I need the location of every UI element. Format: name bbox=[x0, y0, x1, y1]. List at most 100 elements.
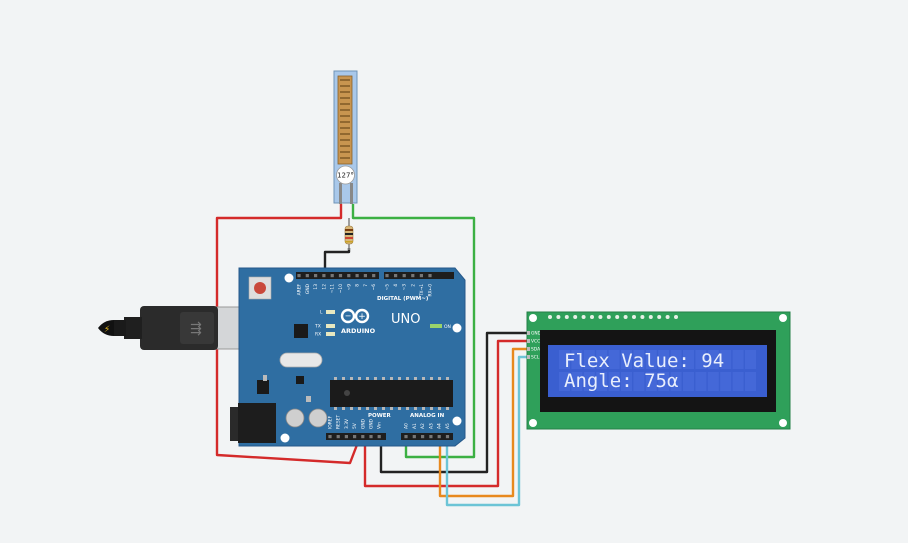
analog-header-label: ANALOG IN bbox=[410, 413, 445, 419]
digital-header-label: DIGITAL (PWM~) bbox=[377, 296, 429, 302]
lcd-cell bbox=[596, 350, 608, 369]
lcd-pad bbox=[632, 315, 636, 319]
wire-green-a0[interactable] bbox=[351, 204, 476, 459]
digital-pin-hole[interactable] bbox=[355, 274, 359, 278]
lcd-cell bbox=[633, 372, 645, 391]
flex-angle-badge bbox=[336, 165, 355, 185]
analog-pin-label: A0 bbox=[404, 423, 410, 429]
analog-pin-label: A4 bbox=[437, 423, 443, 429]
analog-pin-hole[interactable] bbox=[445, 435, 450, 439]
digital-pin-hole[interactable] bbox=[322, 274, 326, 278]
lcd-pad bbox=[556, 315, 561, 319]
analog-header bbox=[401, 433, 453, 440]
digital-pin-label: TX→1 bbox=[419, 284, 425, 297]
analog-pin-hole[interactable] bbox=[421, 435, 425, 439]
lcd-cell bbox=[732, 372, 744, 391]
lcd-cell bbox=[707, 350, 719, 369]
lcd-cell bbox=[658, 372, 670, 391]
dc-power-jack bbox=[230, 403, 276, 443]
digital-pin-label: 12 bbox=[321, 284, 327, 290]
led-tx-label: TX bbox=[314, 324, 321, 330]
resistor[interactable] bbox=[344, 218, 354, 250]
wire-cyan-scl[interactable] bbox=[445, 355, 527, 507]
power-pin-hole[interactable] bbox=[344, 435, 348, 439]
digital-pin-hole[interactable] bbox=[402, 274, 406, 278]
lcd-pad bbox=[640, 315, 645, 319]
on-led-label: ON bbox=[444, 324, 451, 330]
lcd-pin[interactable] bbox=[527, 355, 530, 359]
digital-pin-hole[interactable] bbox=[330, 274, 334, 278]
lcd-pin[interactable] bbox=[527, 347, 530, 351]
digital-pin-hole[interactable] bbox=[419, 274, 423, 278]
arduino-model: UNO bbox=[391, 312, 420, 327]
lcd-pad bbox=[581, 315, 586, 319]
lcd-cell bbox=[583, 350, 595, 369]
analog-pin-hole[interactable] bbox=[437, 435, 441, 439]
atmega-chip bbox=[330, 377, 453, 410]
digital-pin-label: 8 bbox=[355, 284, 361, 287]
analog-pin-label: A5 bbox=[445, 423, 451, 429]
lcd-cell bbox=[745, 372, 756, 391]
lcd-cell bbox=[596, 372, 608, 391]
digital-pin-hole[interactable] bbox=[297, 274, 301, 278]
digital-pin-hole[interactable] bbox=[394, 274, 398, 278]
digital-pin-hole[interactable] bbox=[411, 274, 415, 278]
lcd-top-pads bbox=[548, 315, 678, 319]
capacitor bbox=[285, 408, 305, 428]
digital-pin-label: ~3 bbox=[402, 284, 408, 291]
digital-pin-label: RX←0 bbox=[428, 284, 434, 297]
led-rx-label: RX bbox=[315, 332, 321, 338]
lcd-cell bbox=[559, 372, 570, 391]
lcd-pin[interactable] bbox=[527, 331, 530, 335]
flex-sensor[interactable]: 127° bbox=[333, 70, 358, 204]
lcd-cell bbox=[645, 372, 657, 391]
capacitor bbox=[308, 408, 328, 428]
digital-pin-label: ~10 bbox=[338, 284, 344, 293]
digital-pin-hole[interactable] bbox=[338, 274, 343, 278]
reset-button[interactable] bbox=[248, 276, 272, 300]
power-pin-hole[interactable] bbox=[361, 435, 365, 439]
lcd-cell bbox=[621, 350, 632, 369]
digital-pin-hole[interactable] bbox=[314, 274, 318, 278]
power-pin-hole[interactable] bbox=[328, 435, 332, 439]
lcd-pad bbox=[590, 315, 594, 319]
power-pin-label: Vin bbox=[377, 422, 383, 429]
digital-pin-label: ~11 bbox=[330, 284, 336, 293]
digital-pin-hole[interactable] bbox=[428, 274, 432, 278]
lcd-cell bbox=[695, 350, 707, 369]
analog-pin-label: A3 bbox=[428, 423, 434, 429]
arduino-uno-board[interactable]: L TX RX ON − + ARDUINO UNO DIGITAL (PWM~… bbox=[230, 267, 466, 447]
analog-pin-hole[interactable] bbox=[429, 435, 433, 439]
digital-pin-hole[interactable] bbox=[305, 274, 309, 278]
lcd-pad bbox=[657, 315, 662, 319]
power-pin-hole[interactable] bbox=[336, 435, 340, 439]
lcd-pin-label: SCL bbox=[531, 355, 540, 361]
wire-red-vcc[interactable] bbox=[363, 339, 527, 488]
wire-orange-sda[interactable] bbox=[438, 347, 527, 498]
power-header-label: POWER bbox=[368, 413, 392, 419]
lcd-cell bbox=[745, 350, 756, 369]
lcd-cell bbox=[695, 372, 707, 391]
power-pin-hole[interactable] bbox=[369, 435, 373, 439]
analog-pin-hole[interactable] bbox=[412, 435, 416, 439]
power-pin-label: 3.3V bbox=[344, 419, 350, 429]
digital-pin-label: ~6 bbox=[371, 284, 377, 291]
power-pin-hole[interactable] bbox=[353, 435, 357, 439]
lcd-pin[interactable] bbox=[527, 339, 530, 343]
wire-black-gnd[interactable] bbox=[379, 331, 527, 474]
lcd-cell bbox=[670, 372, 682, 391]
digital-pin-hole[interactable] bbox=[363, 274, 367, 278]
digital-pin-label: ~5 bbox=[385, 284, 391, 291]
lcd-cell bbox=[608, 372, 620, 391]
power-pin-hole[interactable] bbox=[377, 435, 381, 439]
analog-pin-hole[interactable] bbox=[404, 435, 408, 439]
digital-pin-hole[interactable] bbox=[385, 274, 389, 278]
digital-pin-label: AREF bbox=[297, 284, 303, 296]
lcd-cell bbox=[571, 372, 583, 391]
digital-pin-hole[interactable] bbox=[372, 274, 376, 278]
digital-pin-hole[interactable] bbox=[347, 274, 351, 278]
lcd-pad bbox=[606, 315, 611, 319]
power-pin-label: GND bbox=[369, 418, 375, 429]
